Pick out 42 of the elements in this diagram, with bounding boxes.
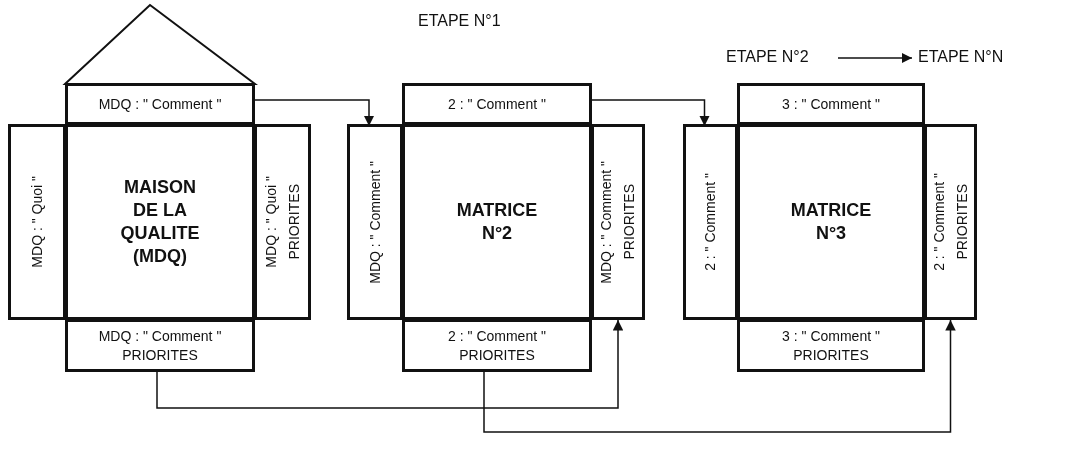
matrix-strip bbox=[65, 83, 255, 125]
matrix-strip bbox=[924, 124, 977, 320]
cell-text: PRIORITES bbox=[953, 184, 971, 260]
matrix-center bbox=[65, 124, 255, 320]
cell-text: PRIORITES bbox=[621, 184, 638, 260]
cell-text: MDQ : " Comment " bbox=[98, 327, 222, 345]
cell-text: PRIORITES bbox=[285, 184, 303, 260]
cell-text: MDQ : " Quoi " bbox=[28, 176, 46, 268]
matrix-strip bbox=[402, 83, 592, 125]
matrix-title: MATRICE N°3 bbox=[789, 199, 873, 245]
arrow bbox=[837, 52, 913, 64]
cell-text: 3 : " Comment " bbox=[782, 95, 880, 113]
matrix-strip bbox=[347, 124, 403, 320]
cell-text: MDQ : " Comment " bbox=[598, 160, 615, 284]
cell-text: MDQ : " Comment " bbox=[366, 160, 384, 284]
cell-text: PRIORITES bbox=[459, 346, 535, 364]
arrow bbox=[483, 319, 956, 433]
step-label: ETAPE N°2 bbox=[726, 48, 809, 66]
step-label: ETAPE N°N bbox=[918, 48, 1004, 66]
cell-text: PRIORITES bbox=[122, 346, 198, 364]
cell-text: 2 : " Comment " bbox=[702, 173, 719, 271]
cell-text: 2 : " Comment " bbox=[448, 327, 546, 345]
cell-text: 2 : " Comment " bbox=[930, 173, 948, 271]
matrix-center bbox=[737, 124, 925, 320]
step-label: ETAPE N°1 bbox=[418, 12, 501, 30]
matrix-title: MATRICE N°2 bbox=[455, 199, 539, 245]
matrix-strip bbox=[591, 124, 645, 320]
cell-text: PRIORITES bbox=[793, 346, 869, 364]
matrix-strip bbox=[8, 124, 66, 320]
matrix-strip bbox=[683, 124, 738, 320]
cell-text: MDQ : " Comment " bbox=[98, 95, 222, 113]
matrix-strip bbox=[737, 319, 925, 372]
matrix-title: MAISON DE LA QUALITE (MDQ) bbox=[119, 176, 201, 268]
cell-text: 2 : " Comment " bbox=[448, 95, 546, 113]
cell-text: MDQ : " Quoi " bbox=[262, 176, 280, 268]
arrow bbox=[156, 319, 624, 409]
cell-text: 3 : " Comment " bbox=[782, 327, 880, 345]
matrix-center bbox=[402, 124, 592, 320]
matrix-strip bbox=[737, 83, 925, 125]
matrix-strip bbox=[65, 319, 255, 372]
matrix-strip bbox=[254, 124, 311, 320]
matrix-strip bbox=[402, 319, 592, 372]
